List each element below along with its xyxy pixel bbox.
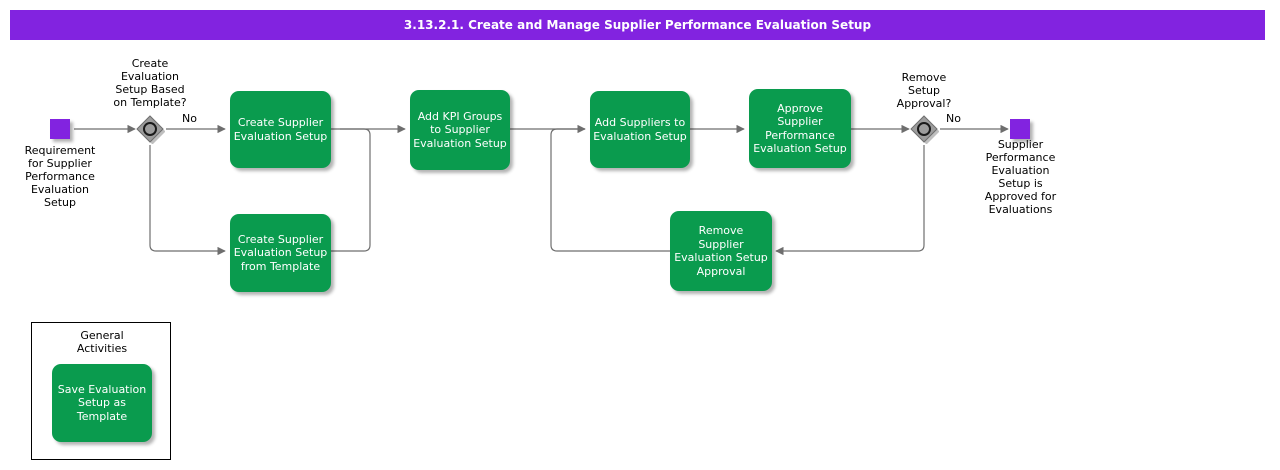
task-add-suppliers-label: Add Suppliers to Evaluation Setup [593,116,687,143]
task-create-supplier-evaluation-setup[interactable]: Create Supplier Evaluation Setup [230,91,331,168]
edge-gateway2-down-to-remove-approval [775,145,925,256]
end-event-label: Supplier Performance Evaluation Setup is… [984,138,1057,216]
gateway-create-from-template-no-label: No [182,112,197,125]
gateway-create-from-template-label: Create Evaluation Setup Based on Templat… [113,57,187,109]
task-create-supplier-evaluation-setup-label: Create Supplier Evaluation Setup [233,116,328,143]
page-title: 3.13.2.1. Create and Manage Supplier Per… [403,18,872,32]
gateway-remove-setup-approval[interactable] [909,114,940,145]
gateway-remove-setup-approval-no-label: No [946,112,961,125]
general-activities-title: General Activities [76,329,128,355]
task-remove-supplier-evaluation-setup-approval[interactable]: Remove Supplier Evaluation Setup Approva… [670,211,772,291]
task-save-evaluation-setup-as-template[interactable]: Save Evaluation Setup as Template [52,364,152,442]
exclusive-gateway-icon [910,115,940,145]
task-add-kpi-groups-label: Add KPI Groups to Supplier Evaluation Se… [413,109,507,150]
task-add-kpi-groups[interactable]: Add KPI Groups to Supplier Evaluation Se… [410,90,510,170]
gateway-remove-setup-approval-label: Remove Setup Approval? [896,71,952,110]
edge-remove-approval-to-add-suppliers [550,128,670,252]
edge-gateway1-down-to-from-template [149,145,226,256]
task-approve-setup[interactable]: Approve Supplier Performance Evaluation … [749,89,851,168]
start-event-label: Requirement for Supplier Performance Eva… [24,144,96,209]
start-event-node[interactable] [50,119,70,139]
task-create-supplier-evaluation-setup-from-template[interactable]: Create Supplier Evaluation Setup from Te… [230,214,331,292]
exclusive-gateway-icon [136,115,166,145]
task-add-suppliers[interactable]: Add Suppliers to Evaluation Setup [590,91,690,168]
title-bar: 3.13.2.1. Create and Manage Supplier Per… [10,10,1265,40]
gateway-create-from-template[interactable] [135,114,166,145]
end-event-node[interactable] [1010,119,1030,139]
task-create-supplier-evaluation-setup-from-template-label: Create Supplier Evaluation Setup from Te… [233,232,328,273]
task-remove-supplier-evaluation-setup-approval-label: Remove Supplier Evaluation Setup Approva… [674,224,768,278]
general-activities-group: General Activities Save Evaluation Setup… [31,322,171,460]
edge-create-setup-to-merge [331,128,371,252]
task-save-evaluation-setup-as-template-label: Save Evaluation Setup as Template [57,382,147,423]
task-approve-setup-label: Approve Supplier Performance Evaluation … [753,101,847,156]
